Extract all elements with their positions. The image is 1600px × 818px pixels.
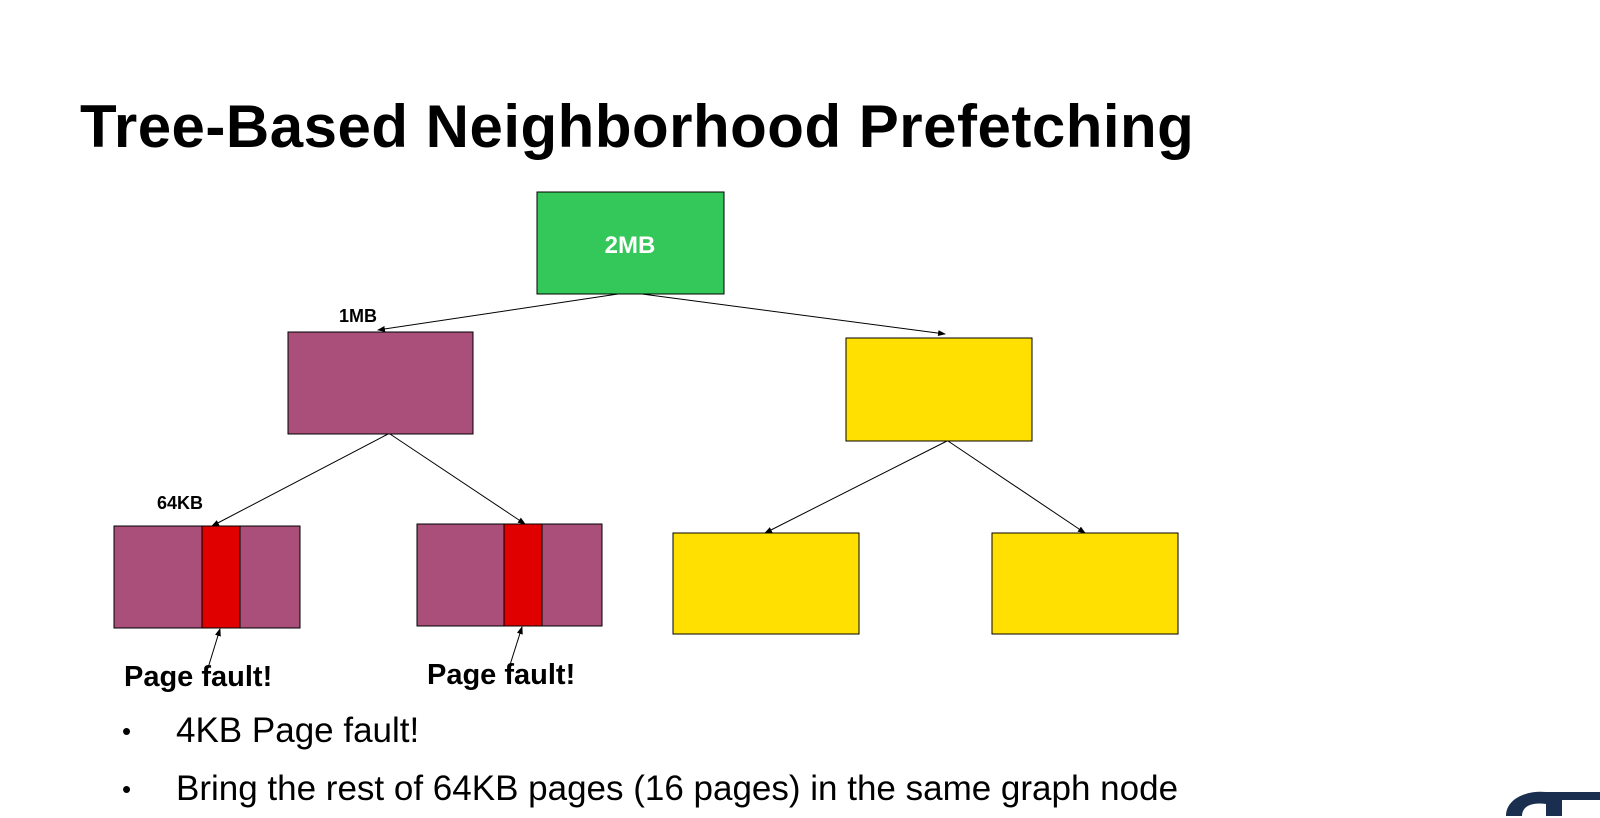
edge-right-leaf4 <box>947 440 1086 534</box>
node-leaf-4 <box>991 532 1179 635</box>
node-leaf-3 <box>672 532 860 635</box>
slide-title: Tree-Based Neighborhood Prefetching <box>80 93 1195 160</box>
edge-right-leaf3 <box>764 440 948 534</box>
bullet-dot-icon: • <box>122 774 132 804</box>
page-fault-label-right: Page fault! <box>427 659 575 691</box>
bullet-item: • Bring the rest of 64KB pages (16 pages… <box>122 760 1178 818</box>
edge-root-left <box>377 293 619 332</box>
bullet-item: • 4KB Page fault! <box>122 702 1178 760</box>
faulted-page-1 <box>201 525 241 629</box>
label-64kb: 64KB <box>157 493 203 513</box>
bullet-text: 4KB Page fault! <box>176 711 420 750</box>
edge-left-leaf1 <box>211 433 389 527</box>
node-root-label: 2MB <box>605 232 656 259</box>
fault-pointer-right <box>508 626 523 669</box>
node-level1-left <box>287 331 474 435</box>
bullet-text: Bring the rest of 64KB pages (16 pages) … <box>176 769 1179 808</box>
faulted-page-2 <box>503 523 543 627</box>
node-root <box>536 191 725 295</box>
node-level1-right <box>845 337 1033 442</box>
fault-pointer-left <box>207 628 221 669</box>
bullet-list: • 4KB Page fault! • Bring the rest of 64… <box>122 702 1178 818</box>
label-1mb: 1MB <box>339 306 377 326</box>
bullet-dot-icon: • <box>122 716 132 746</box>
edge-left-leaf2 <box>389 433 526 525</box>
edge-root-right <box>641 293 946 337</box>
page-fault-label-left: Page fault! <box>124 661 272 693</box>
georgia-tech-logo-icon <box>1488 788 1600 816</box>
